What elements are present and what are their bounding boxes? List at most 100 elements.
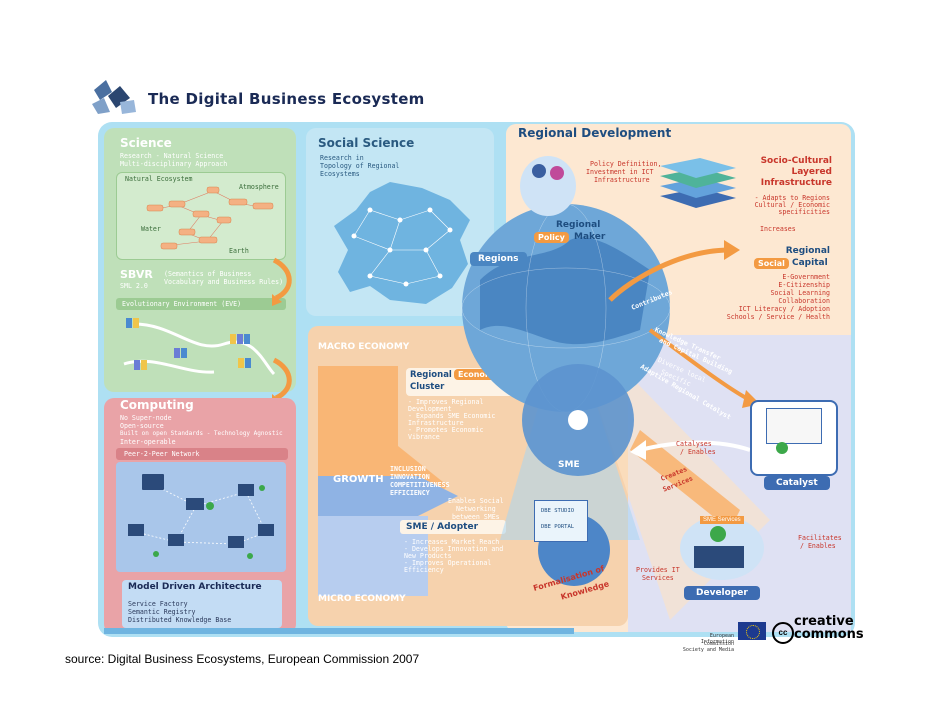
regions-badge: Regions bbox=[470, 252, 527, 266]
social-capital-line2: Social bbox=[754, 258, 789, 269]
provides-line2: Services bbox=[642, 574, 674, 582]
mda-title: Model Driven Architecture bbox=[128, 582, 262, 592]
sbvr-sub: SML 2.0 bbox=[120, 282, 148, 290]
provides-line1: Provides IT bbox=[636, 566, 680, 574]
growth-item-1: INNOVATION bbox=[390, 473, 430, 481]
socio-desc2: Cultural / Economic bbox=[754, 201, 830, 209]
natural-ecosystem-box: Natural Ecosystem Atmos bbox=[116, 172, 286, 260]
enables-line1: Enables Social bbox=[448, 497, 504, 505]
sme-item-4: Efficiency bbox=[404, 566, 444, 574]
source-caption: source: Digital Business Ecosystems, Eur… bbox=[65, 652, 420, 666]
catalyst-illustration bbox=[750, 400, 838, 476]
policy-maker-line3: Maker bbox=[574, 232, 606, 242]
page-title: The Digital Business Ecosystem bbox=[148, 90, 425, 108]
p2p-label: Peer-2-Peer Network bbox=[116, 448, 288, 460]
capital-item-4: ICT Literacy / Adoption bbox=[738, 305, 830, 313]
enables-line2: Networking bbox=[456, 505, 496, 513]
layered-infrastructure-icon bbox=[660, 158, 736, 208]
natural-ecosystem-diagram bbox=[146, 186, 274, 250]
socio-title2: Layered bbox=[791, 167, 833, 177]
node-water: Water bbox=[141, 225, 161, 233]
eve-label: Evolutionary Environment (EVE) bbox=[116, 298, 286, 310]
cluster-item-1: Development bbox=[408, 405, 452, 413]
sme-item-1: - Develops Innovation and bbox=[404, 545, 504, 553]
enables-line3: between SMEs bbox=[452, 513, 500, 521]
growth-item-0: INCLUSION bbox=[390, 465, 426, 473]
policy-line1: Policy Definition, bbox=[590, 160, 662, 168]
mda-line3: Distributed Knowledge Base bbox=[128, 616, 232, 624]
dbe-logo-icon bbox=[92, 80, 136, 114]
capital-item-5: Schools / Service / Health bbox=[726, 313, 830, 321]
policy-line2: Investment in ICT bbox=[586, 168, 654, 176]
socio-desc3: specificities bbox=[778, 208, 830, 216]
feedback-arrows-icon bbox=[272, 257, 292, 406]
policy-maker-head-icon bbox=[532, 164, 546, 178]
facilitates-line1: Facilitates bbox=[798, 534, 842, 542]
node-earth: Earth bbox=[229, 247, 249, 255]
node-atmosphere: Atmosphere bbox=[239, 183, 279, 191]
socio-title3: Infrastructure bbox=[760, 178, 832, 188]
cluster-item-2: - Expands SME Economic bbox=[408, 412, 496, 420]
catalyst-badge: Catalyst bbox=[764, 476, 830, 490]
catalyst-person-icon bbox=[776, 442, 788, 454]
cc-line2: commons bbox=[794, 627, 864, 642]
dbe-screen: DBE STUDIO DBE PORTAL bbox=[534, 500, 588, 542]
sbvr-desc1: (Semantics of Business bbox=[164, 270, 252, 278]
sbvr-title: SBVR bbox=[120, 268, 153, 281]
catalyses-line2: / Enables bbox=[680, 448, 716, 456]
ec-line2: Information Society and Media bbox=[682, 639, 734, 653]
regional-development-title: Regional Development bbox=[518, 126, 672, 140]
social-capital-line1: Regional bbox=[785, 246, 830, 256]
policy-line3: Infrastructure bbox=[594, 176, 650, 184]
computing-panel: Computing No Super-node Open-source Buil… bbox=[104, 398, 296, 634]
science-panel: Science Research - Natural Science Multi… bbox=[104, 128, 296, 392]
sme-item-2: New Products bbox=[404, 552, 452, 560]
dbe-portal-label: DBE PORTAL bbox=[541, 524, 575, 530]
mda-line2: Semantic Registry bbox=[128, 608, 196, 616]
cc-line1: creative bbox=[794, 614, 854, 629]
ec-line1: European Commission bbox=[703, 633, 734, 647]
socio-title1: Socio-Cultural bbox=[760, 156, 832, 166]
growth-item-2: COMPETITIVENESS bbox=[390, 481, 450, 489]
developer-desk-icon bbox=[694, 546, 744, 568]
sme-services-box: SME Services bbox=[700, 516, 744, 524]
growth-item-3: EFFICIENCY bbox=[390, 489, 430, 497]
cluster-title2: Cluster bbox=[410, 382, 445, 392]
bottom-loop-arrow bbox=[104, 628, 574, 634]
developer-person-icon bbox=[710, 526, 726, 542]
policy-maker-line2: Policy bbox=[534, 232, 569, 243]
cluster-title1: Regional bbox=[410, 370, 452, 380]
natural-ecosystem-label: Natural Ecosystem bbox=[125, 175, 193, 183]
mda-line1: Service Factory bbox=[128, 600, 188, 608]
increases-label: Increases bbox=[760, 225, 796, 233]
sme-adopter-label: SME / Adopter bbox=[400, 520, 506, 534]
mda-box: Model Driven Architecture Service Factor… bbox=[122, 580, 282, 628]
eu-flag-icon bbox=[738, 622, 766, 640]
policy-maker-head2-icon bbox=[550, 166, 564, 180]
sme-hub-label: SME bbox=[558, 460, 580, 470]
computing-line3: Built on open Standards - Technology Agn… bbox=[120, 430, 283, 437]
computing-line2: Open-source bbox=[120, 422, 164, 430]
socio-desc1: - Adapts to Regions bbox=[754, 194, 830, 202]
social-science-panel: Social Science Research in Topology of R… bbox=[306, 128, 494, 316]
cc-badge-icon: cc bbox=[772, 622, 794, 644]
macro-title: MACRO ECONOMY bbox=[318, 342, 410, 352]
computing-line4: Inter-operable bbox=[120, 438, 176, 446]
policy-maker-badge: Regional Policy Maker bbox=[532, 220, 614, 246]
policy-maker-line1: Regional bbox=[556, 220, 601, 230]
micro-title: MICRO ECONOMY bbox=[318, 594, 406, 604]
social-line1: Research in bbox=[320, 154, 364, 162]
social-science-title: Social Science bbox=[318, 136, 415, 150]
growth-label: GROWTH bbox=[333, 474, 384, 485]
science-title: Science bbox=[120, 136, 172, 150]
policy-maker-avatar bbox=[520, 156, 576, 216]
sbvr-desc2: Vocabulary and Business Rules) bbox=[164, 278, 284, 286]
sbvr-block: SBVR SML 2.0 (Semantics of Business Voca… bbox=[120, 268, 290, 294]
cluster-item-4: - Promotes Economic bbox=[408, 426, 484, 434]
sme-item-0: - Increases Market Reach bbox=[404, 538, 500, 546]
eu-stars-icon bbox=[746, 625, 760, 639]
cluster-item-3: Infrastructure bbox=[408, 419, 464, 427]
eve-diagram bbox=[123, 318, 276, 376]
computing-title: Computing bbox=[120, 398, 194, 412]
social-line3: Ecosystems bbox=[320, 170, 360, 178]
